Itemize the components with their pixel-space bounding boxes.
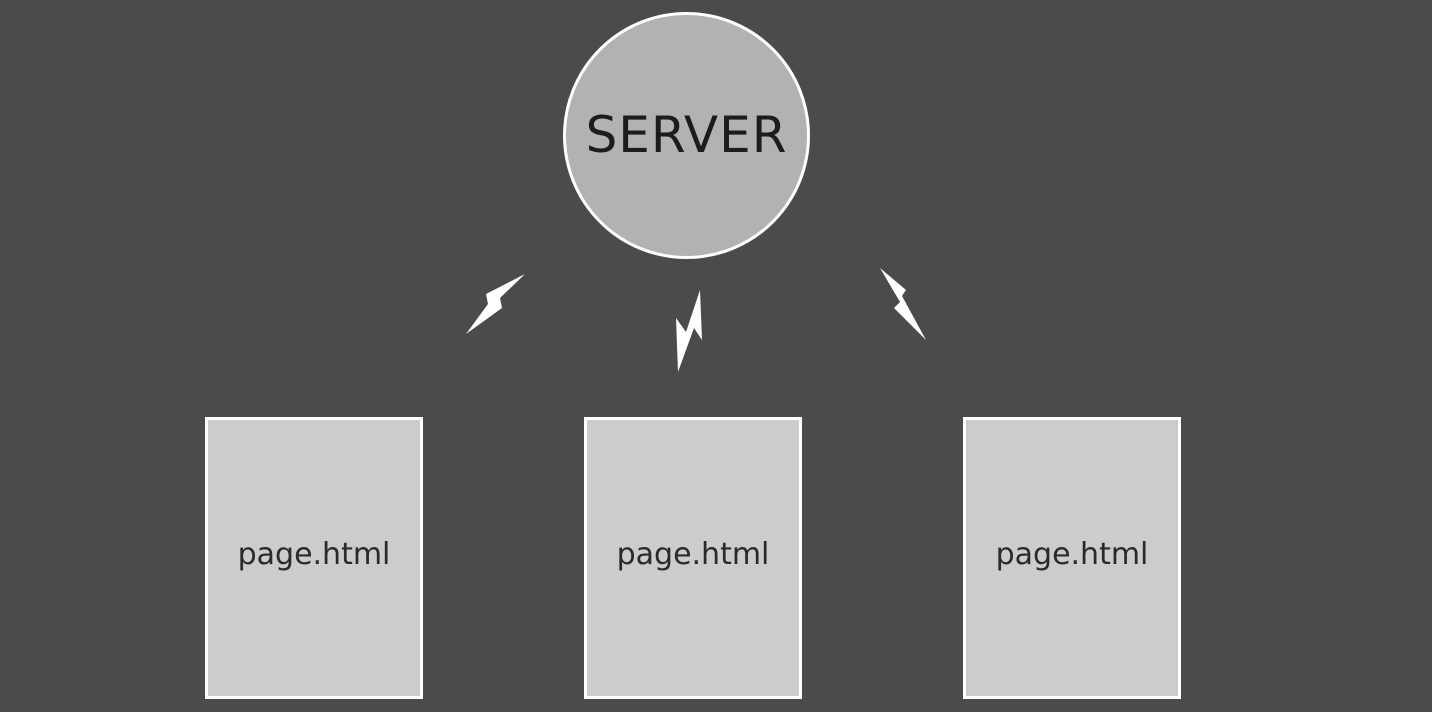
page-node-right: page.html [963,417,1181,699]
page-label: page.html [237,536,391,572]
lightning-bolt-icon [466,274,525,334]
page-node-left: page.html [205,417,423,699]
lightning-bolt-icon [880,268,926,340]
page-label: page.html [995,536,1149,572]
page-label: page.html [616,536,770,572]
page-node-center: page.html [584,417,802,699]
server-node: SERVER [563,12,810,259]
server-label: SERVER [585,105,788,164]
lightning-bolt-icon [676,290,702,372]
